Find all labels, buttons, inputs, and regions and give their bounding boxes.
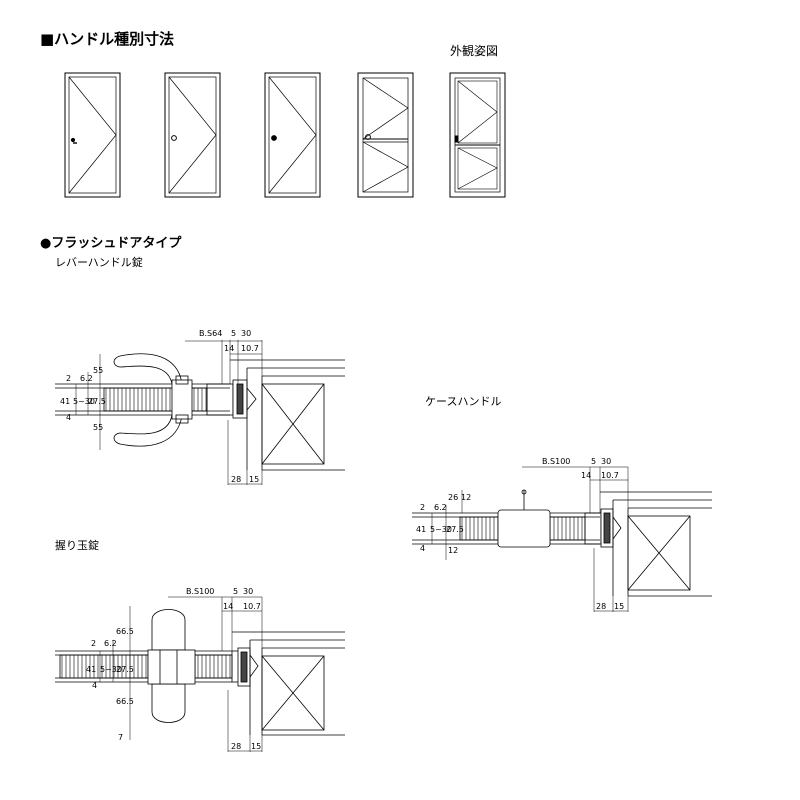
knob-dim-2: 2 xyxy=(91,639,96,648)
knob-dim-14: 14 xyxy=(223,602,233,611)
exterior-view-label: 外観姿図 xyxy=(450,44,499,58)
door-elevation-5 xyxy=(449,72,506,198)
lever-dim-55-top: 55 xyxy=(93,366,103,375)
section-heading: ●フラッシュドアタイプ xyxy=(40,236,182,251)
case-section xyxy=(412,466,712,612)
lever-dim-30: 30 xyxy=(241,329,251,338)
case-dim-28: 28 xyxy=(596,602,606,611)
lever-dim-15: 15 xyxy=(249,475,259,484)
case-dim-5: 5 xyxy=(591,457,596,466)
case-dim-41: 41 xyxy=(416,525,426,534)
lever-dim-4: 4 xyxy=(66,413,71,422)
knob-lock-label: 握り玉錠 xyxy=(55,539,99,552)
knob-dim-bs: B.S100 xyxy=(186,587,214,596)
case-dim-15: 15 xyxy=(614,602,624,611)
door-elevation-1 xyxy=(64,72,121,198)
case-dim-30: 30 xyxy=(601,457,611,466)
case-dim-bs: B.S100 xyxy=(542,457,570,466)
knob-dim-15: 15 xyxy=(251,742,261,751)
knob-dim-41: 41 xyxy=(86,665,96,674)
knob-dim-10-7: 10.7 xyxy=(243,602,261,611)
case-dim-4: 4 xyxy=(420,544,425,553)
case-dim-12-bottom: 12 xyxy=(448,546,458,555)
knob-dim-66-5-bottom: 66.5 xyxy=(116,697,134,706)
knob-section xyxy=(55,596,345,752)
case-dim-14: 14 xyxy=(581,471,591,480)
door-elevation-3 xyxy=(264,72,321,198)
knob-dim-66-5-top: 66.5 xyxy=(116,627,134,636)
page-title: ■ハンドル種別寸法 xyxy=(40,30,175,48)
lever-dim-5: 5 xyxy=(231,329,236,338)
lever-dim-27-5: 27.5 xyxy=(88,397,106,406)
door-elevation-2 xyxy=(164,72,221,198)
lever-dim-55-bottom: 55 xyxy=(93,423,103,432)
case-dim-10-7: 10.7 xyxy=(601,471,619,480)
case-dim-6-2: 6.2 xyxy=(434,503,447,512)
case-dim-26: 26 xyxy=(448,493,458,502)
lever-dim-6-2: 6.2 xyxy=(80,374,93,383)
lever-handle-label: レバーハンドル錠 xyxy=(55,256,143,269)
knob-dim-5-30: 5~30 xyxy=(100,665,122,674)
knob-dim-7: 7 xyxy=(118,733,123,742)
lever-dim-2: 2 xyxy=(66,374,71,383)
case-dim-27-5: 27.5 xyxy=(446,525,464,534)
case-handle-label: ケースハンドル xyxy=(425,395,502,408)
knob-dim-4: 4 xyxy=(92,681,97,690)
lever-dim-14: 14 xyxy=(224,344,234,353)
knob-dim-28: 28 xyxy=(231,742,241,751)
case-dim-5-30: 5~30 xyxy=(430,525,452,534)
knob-dim-30: 30 xyxy=(243,587,253,596)
knob-dim-5: 5 xyxy=(233,587,238,596)
knob-dim-27-5: 27.5 xyxy=(116,665,134,674)
door-elevation-4 xyxy=(357,72,414,198)
knob-dim-6-2: 6.2 xyxy=(104,639,117,648)
case-dim-2: 2 xyxy=(420,503,425,512)
lever-dim-10-7: 10.7 xyxy=(241,344,259,353)
lever-dim-41: 41 xyxy=(60,397,70,406)
lever-dim-bs: B.S64 xyxy=(199,329,222,338)
lever-section xyxy=(55,340,345,485)
case-dim-12-top: 12 xyxy=(461,493,471,502)
lever-dim-28: 28 xyxy=(231,475,241,484)
lever-dim-5-30: 5~30 xyxy=(73,397,95,406)
